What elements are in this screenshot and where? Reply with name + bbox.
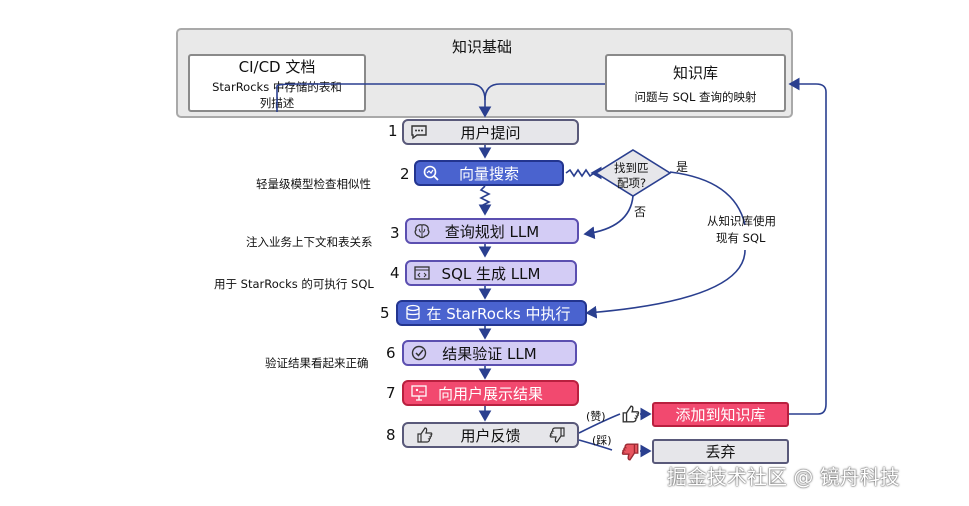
kb-to-step1-line [484,83,605,101]
step3-label: 查询规划 LLM [444,222,540,241]
check-circle-icon [408,342,430,364]
step8-user-feedback: 用户反馈 [402,422,579,448]
step-number-7: 7 [386,384,396,402]
thumbs-down-outline-icon [546,424,568,446]
like-label: (赞) [586,410,606,423]
feedback-dislike-line [578,439,613,451]
step-number-4: 4 [390,264,400,282]
step3-query-planning: 查询规划 LLM [405,218,579,244]
cicd-to-step1-arrow [276,83,492,118]
code-window-icon [411,262,433,284]
step2-vector-search: 向量搜索 [414,160,564,186]
decision-yes-label: 是 [676,160,689,174]
step2-to-decision-squiggle [565,166,602,180]
decision-yes-line [669,171,746,226]
step7-show-results: 向用户展示结果 [402,380,579,406]
thumbs-up-outline-icon [414,424,436,446]
step5-label: 在 StarRocks 中执行 [426,304,571,323]
knowledge-base-title: 知识基础 [452,38,513,56]
step-number-2: 2 [400,165,410,183]
dislike-label: (踩) [592,434,612,447]
step-number-5: 5 [380,304,390,322]
thumbs-up-icon [620,403,642,425]
reuse-sql-to-step5-arrow [585,249,746,319]
presentation-icon [408,382,430,404]
match-decision-diamond [594,149,672,197]
add-kb-to-library-arrow [788,77,827,415]
step1-label: 用户提问 [460,123,521,142]
decision-line2: 配项? [617,176,647,190]
speech-bubble-icon [408,121,430,143]
step7-label: 向用户展示结果 [437,384,543,403]
step6-result-validation: 结果验证 LLM [402,340,577,366]
watermark: 掘金技术社区 @ 镜舟科技 [667,465,900,489]
step3-annotation: 注入业务上下文和表关系 [246,235,373,249]
discard-box: 丢弃 [652,439,789,464]
knowledge-library-title: 知识库 [672,63,718,82]
step-number-8: 8 [386,426,396,444]
add-to-kb-label: 添加到知识库 [675,406,766,424]
feedback-like-line [578,413,621,434]
step4-label: SQL 生成 LLM [441,264,541,283]
step4-annotation: 用于 StarRocks 的可执行 SQL [214,277,374,291]
step5-execute-starrocks: 在 StarRocks 中执行 [396,300,587,326]
add-to-knowledge-base-box: 添加到知识库 [652,402,789,427]
step2-label: 向量搜索 [458,164,519,183]
step2-to-step3-squiggle [478,185,492,216]
thumbs-down-icon [619,441,641,463]
decision-no-arrow [583,195,634,240]
step-number-3: 3 [390,224,400,242]
step6-annotation: 验证结果看起来正确 [265,356,369,370]
reuse-sql-line1: 从知识库使用 [707,214,776,228]
knowledge-library-desc: 问题与 SQL 查询的映射 [634,89,757,104]
step8-label: 用户反馈 [460,426,521,445]
brain-icon [411,220,433,242]
discard-label: 丢弃 [705,443,736,461]
decision-line1: 找到匹 [614,161,649,175]
step6-label: 结果验证 LLM [442,344,537,363]
step-number-1: 1 [388,122,398,140]
step2-annotation: 轻量级模型检查相似性 [256,177,371,191]
step1-user-question: 用户提问 [402,119,579,145]
step-number-6: 6 [386,344,396,362]
step4-sql-generation: SQL 生成 LLM [405,260,577,286]
decision-no-label: 否 [634,205,647,219]
reuse-sql-line2: 现有 SQL [716,231,766,245]
cicd-docs-title: CI/CD 文档 [238,57,316,76]
vector-search-icon [420,162,442,184]
database-icon [402,302,424,324]
knowledge-library-box: 知识库 问题与 SQL 查询的映射 [605,54,786,112]
